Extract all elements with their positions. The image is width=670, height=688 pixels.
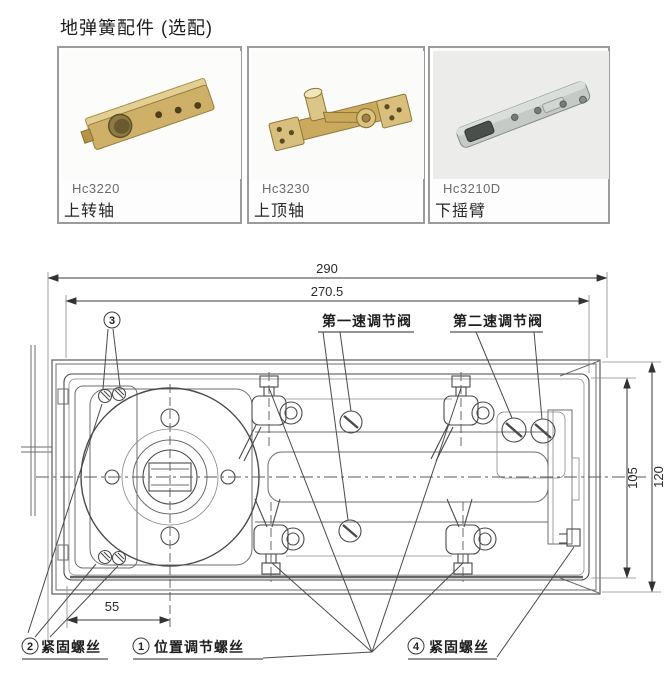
callout-3-number: 3 (109, 315, 115, 327)
callout-2-fastening-screws: 2 紧固螺丝 (21, 403, 119, 660)
first-speed-valve-top (339, 410, 363, 434)
dim-height-total: 120 (651, 466, 666, 488)
dimension-105: 105 (591, 377, 640, 579)
callout-second-speed-valve: 第二速调节阀 (450, 313, 543, 420)
product-card-hc3220: Hc3220 上转轴 (57, 46, 242, 224)
dim-height-inner: 105 (625, 467, 640, 489)
product-card-hc3230: Hc3230 上顶轴 (247, 46, 425, 224)
product-code: Hc3210D (443, 181, 501, 196)
dim-width-total: 290 (316, 261, 338, 276)
dim-width-inner: 270.5 (311, 284, 344, 299)
product-photo-top-pivot (62, 51, 241, 179)
brass-pivot-plate (80, 77, 215, 150)
page-title: 地弹簧配件 (选配) (60, 18, 213, 38)
callout-2-number: 2 (27, 641, 33, 653)
product-code: Hc3220 (72, 181, 120, 196)
dimension-270-5: 270.5 (65, 284, 590, 373)
first-speed-valve-label: 第一速调节阀 (322, 313, 412, 329)
first-speed-valve-bottom (338, 519, 362, 543)
dim-center-offset: 55 (105, 599, 119, 614)
product-photo-bottom-arm (433, 51, 609, 179)
right-edge-screw (559, 528, 581, 547)
second-speed-valve-left (501, 417, 527, 443)
callout-4-fastening-screws: 4 紧固螺丝 (407, 546, 575, 660)
clamp-top-right (430, 372, 495, 462)
dimension-290: 290 (47, 261, 608, 640)
clamp-bottom-right (445, 498, 497, 582)
spindle-assembly (80, 384, 260, 628)
product-name: 上转轴 (64, 203, 116, 220)
clamp-bottom-left (253, 498, 305, 582)
callout-1-position-adjust-screws: 1 位置调节螺丝 (132, 387, 464, 660)
door-section-lines (21, 345, 52, 516)
dimension-120: 120 (602, 361, 666, 593)
product-name: 下摇臂 (435, 203, 487, 220)
fastening-screws-left (97, 386, 127, 566)
dimension-55: 55 (66, 586, 171, 628)
product-photo-top-axis (252, 51, 424, 179)
callout-4-number: 4 (413, 641, 420, 653)
second-speed-valve-label: 第二速调节阀 (453, 313, 543, 329)
brass-axis-assembly (268, 87, 413, 152)
callout-4-label: 紧固螺丝 (429, 639, 489, 655)
callout-first-speed-valve: 第一速调节阀 (318, 313, 414, 521)
callout-3: 3 (102, 311, 121, 390)
product-card-hc3210d: Hc3210D 下摇臂 (428, 46, 610, 224)
callout-1-label: 位置调节螺丝 (154, 639, 244, 655)
callout-2-label: 紧固螺丝 (41, 639, 101, 655)
product-code: Hc3230 (262, 181, 310, 196)
clamp-top-left (238, 372, 303, 462)
steel-rocker-arm (456, 81, 591, 148)
second-speed-valve-right (530, 418, 556, 444)
callout-1-number: 1 (138, 641, 144, 653)
product-name: 上顶轴 (254, 203, 306, 220)
